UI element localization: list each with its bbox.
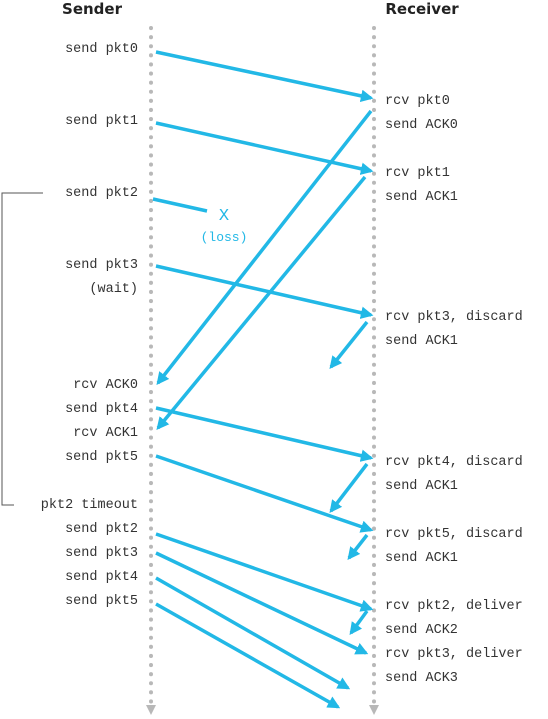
arrow-resend-pkt2 <box>155 532 374 612</box>
sender-label-wait: (wait) <box>89 282 138 297</box>
sender-label-resend-pkt4: send pkt4 <box>65 570 138 585</box>
sender-label-rcv-ack0: rcv ACK0 <box>73 378 138 393</box>
receiver-label-send-ack1: send ACK1 <box>385 334 458 349</box>
arrow-pkt0 <box>155 50 374 103</box>
sender-label-resend-pkt3: send pkt3 <box>65 546 138 561</box>
receiver-label-send-ack1: send ACK1 <box>385 190 458 205</box>
sender-label-rcv-ack1: rcv ACK1 <box>73 426 138 441</box>
arrow-resend-pkt5 <box>155 602 341 709</box>
arrow-pkt1 <box>155 121 374 175</box>
loss-mark: X <box>219 207 229 226</box>
receiver-label-send-ack3: send ACK3 <box>385 671 458 686</box>
arrow-pkt4 <box>155 406 374 462</box>
receiver-label-send-ack2: send ACK2 <box>385 623 458 638</box>
sender-label-send-pkt2: send pkt2 <box>65 186 138 201</box>
receiver-label-rcv-pkt3-discard: rcv pkt3, discard <box>385 310 523 325</box>
receiver-label-rcv-pkt0: rcv pkt0 <box>385 94 450 109</box>
arrow-ack1-after-pkt3 <box>329 320 369 369</box>
sender-header: Sender <box>62 0 123 18</box>
receiver-label-send-ack1: send ACK1 <box>385 479 458 494</box>
arrow-resend-pkt4 <box>155 576 351 690</box>
arrow-resend-pkt3 <box>155 551 369 655</box>
arrow-ack1-after-pkt5 <box>347 533 369 560</box>
arrow-ack1 <box>156 175 367 430</box>
receiver-label-rcv-pkt5-discard: rcv pkt5, discard <box>385 527 523 542</box>
timeout-bracket <box>1 192 43 506</box>
sender-label-send-pkt4: send pkt4 <box>65 402 138 417</box>
receiver-header: Receiver <box>385 0 459 18</box>
sender-label-send-pkt0: send pkt0 <box>65 42 138 57</box>
sender-label-send-pkt5: send pkt5 <box>65 450 138 465</box>
message-arrows <box>152 50 374 709</box>
sender-label-send-pkt1: send pkt1 <box>65 114 138 129</box>
arrow-ack0 <box>156 109 373 385</box>
receiver-label-rcv-pkt4-discard: rcv pkt4, discard <box>385 455 523 470</box>
loss-label: (loss) <box>201 230 248 245</box>
sender-label-send-pkt3: send pkt3 <box>65 258 138 273</box>
arrow-pkt2-lost <box>152 197 208 213</box>
sender-label-pkt2-timeout: pkt2 timeout <box>41 498 138 513</box>
arrow-pkt3 <box>155 264 374 319</box>
receiver-label-rcv-pkt3-deliver: rcv pkt3, deliver <box>385 647 523 662</box>
sender-label-resend-pkt5: send pkt5 <box>65 594 138 609</box>
arrow-pkt5 <box>155 454 374 533</box>
sender-label-resend-pkt2: send pkt2 <box>65 522 138 537</box>
receiver-label-rcv-pkt2-deliver: rcv pkt2, deliver <box>385 599 523 614</box>
arrow-ack2 <box>349 609 369 636</box>
receiver-label-send-ack1: send ACK1 <box>385 551 458 566</box>
receiver-label-send-ack0: send ACK0 <box>385 118 458 133</box>
receiver-label-rcv-pkt1: rcv pkt1 <box>385 166 450 181</box>
arrow-ack1-after-pkt4 <box>329 462 369 514</box>
